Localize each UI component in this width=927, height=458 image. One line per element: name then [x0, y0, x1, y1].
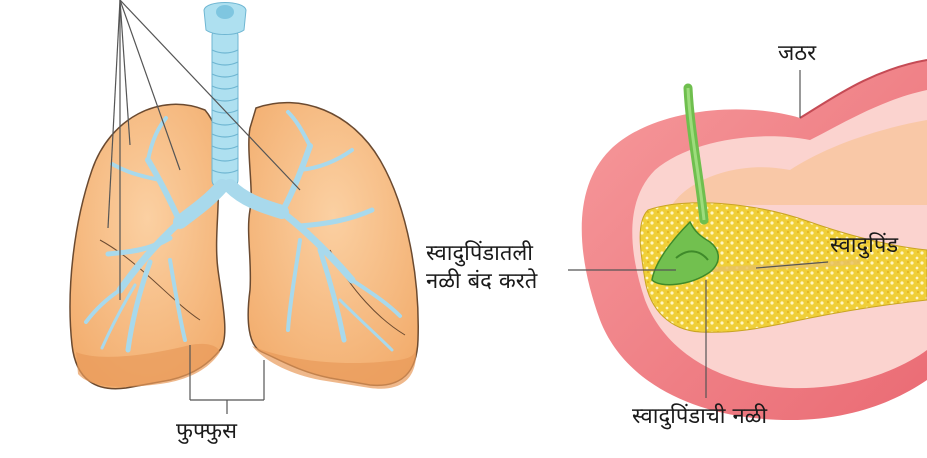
lung-right — [248, 103, 418, 386]
blocked-duct-label-line1: स्वादुपिंडातली — [426, 240, 537, 268]
pancreatic-duct-label: स्वादुपिंडाची नळी — [632, 403, 767, 431]
lungs-illustration — [70, 0, 418, 414]
blocked-duct-label: स्वादुपिंडातली नळी बंद करते — [426, 240, 537, 295]
lungs-label: फुफ्फुस — [176, 418, 237, 446]
blocked-duct-label-line2: नळी बंद करते — [426, 268, 537, 296]
stomach-label: जठर — [778, 40, 816, 68]
pancreas-label: स्वादुपिंड — [830, 232, 898, 260]
